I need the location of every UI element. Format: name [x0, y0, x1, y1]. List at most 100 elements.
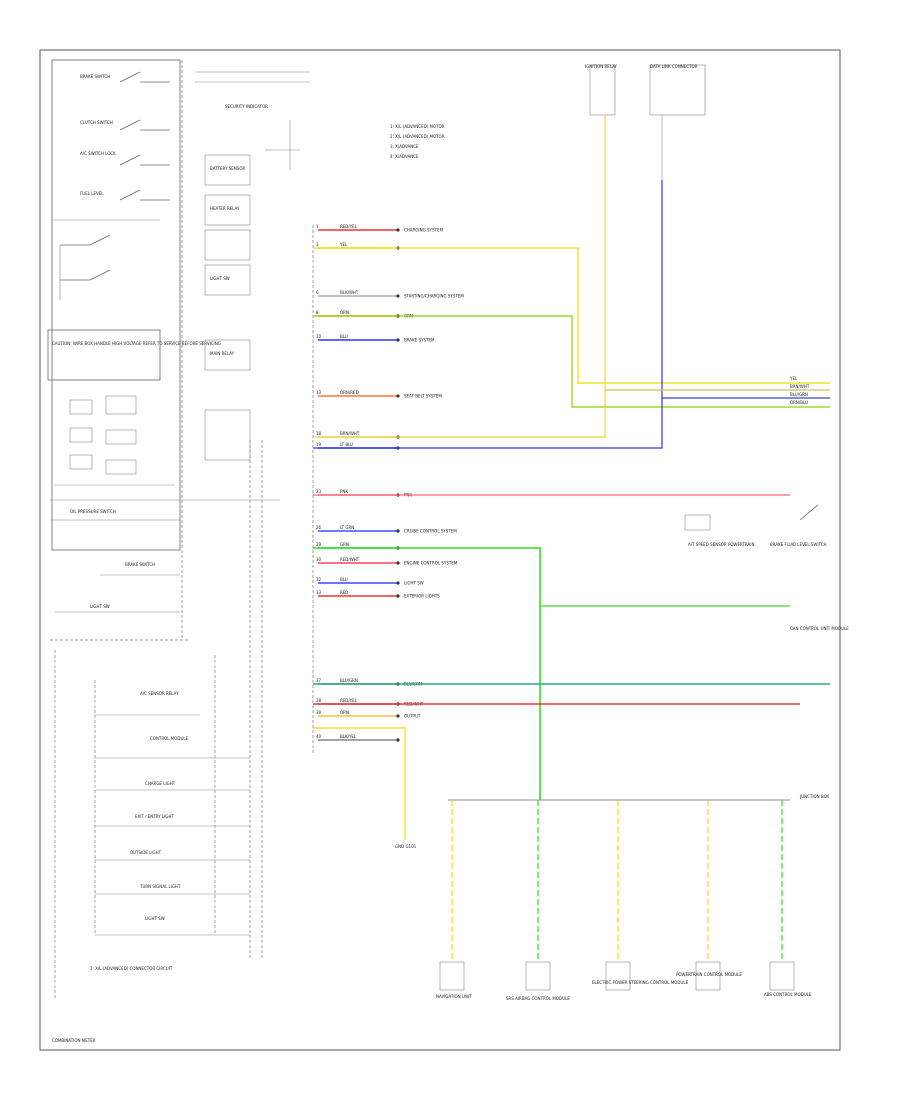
indicator-boxes: [55, 395, 175, 486]
pin-number-1: 1: [316, 224, 319, 229]
wire-dest-1: CHARGING SYSTEM: [404, 228, 443, 233]
center-label-0: SECURITY INDICATOR: [225, 104, 268, 109]
pin-number-39: 39: [316, 710, 322, 715]
wire-color-13: ORN/RED: [340, 390, 359, 395]
wire-color-6: BLK/WHT: [340, 290, 359, 295]
lower-label-2: LIGHT SW: [90, 604, 110, 609]
module-label-3: POWERTRAIN CONTROL MODULE: [676, 972, 742, 977]
trunk-wire-ltblu: [313, 180, 663, 449]
pin-number-10: 10: [316, 334, 322, 339]
pin-number-23: 23: [316, 489, 322, 494]
center-label-1: BATTERY SENSOR: [210, 166, 245, 171]
pin-30: [396, 561, 400, 565]
module-box-3: [695, 961, 721, 991]
wire-color-19: LT BLU: [340, 442, 353, 447]
wire-color-40: BLK/YEL: [340, 734, 357, 739]
switch-label-2: A/C SWITCH LOCK: [80, 151, 116, 156]
trunk-wire-orn-gnd: [313, 727, 406, 840]
wire-color-18: BRN/WHT: [340, 431, 360, 436]
module-label-4: ABS CONTROL MODULE: [764, 992, 812, 997]
data-link-connector-box: [649, 64, 706, 116]
diagram-frame: [39, 49, 841, 1051]
pin-26: [396, 529, 400, 533]
lower-label-6: EXIT / ENTRY LIGHT: [135, 814, 174, 819]
top-connector-label-1: DATA LINK CONNECTOR: [650, 64, 698, 69]
meter-caption: COMBINATION METER: [52, 1038, 96, 1043]
end-tag-1: BRN/WHT: [790, 384, 810, 389]
pin-number-18: 18: [316, 431, 322, 436]
switch-label-3: FUEL LEVEL: [80, 191, 104, 196]
wire-color-30: RED/WHT: [340, 557, 360, 562]
trunk-wire-grn: [313, 547, 541, 800]
lower-label-1: BRAKE SWITCH: [125, 562, 155, 567]
switch-label-1: CLUTCH SWITCH: [80, 120, 113, 125]
pin-number-37: 37: [316, 678, 322, 683]
wire-color-32: BLU: [340, 577, 348, 582]
trunk-wire-yel: [313, 247, 830, 384]
lower-label-4: CONTROL MODULE: [150, 736, 189, 741]
pin-number-6: 6: [316, 290, 319, 295]
module-label-0: NAVIGATION UNIT: [436, 994, 472, 999]
pin-13: [396, 394, 400, 398]
caution-notice-text: CAUTION: WIRE BOX HANDLE HIGH VOLTAGE RE…: [52, 341, 221, 346]
wire-color-33: RED: [340, 590, 348, 595]
pin-number-8: 8: [316, 310, 319, 315]
sensor1-label: A/T SPEED SENSOR POWERTRAIN: [688, 542, 754, 547]
wire-color-29: GRN: [340, 542, 349, 547]
lower-label-0: OIL PRESSURE SWITCH: [70, 509, 116, 514]
end-tag-0: YEL: [789, 376, 798, 381]
lower-left-circuits: [50, 440, 280, 1000]
legend-item-0: 1: X/L (ADVANCED) MOTOR: [390, 124, 445, 129]
wire-color-8: ORN: [340, 310, 349, 315]
end-tag-3: ORN/BLU: [790, 400, 808, 405]
legend-item-1: 2: X/L (ADVANCED) MOTOR: [390, 134, 445, 139]
legend: 1: X/L (ADVANCED) MOTOR 2: X/L (ADVANCED…: [390, 124, 445, 159]
module-box-2: [605, 961, 631, 991]
ignition-relay-box: [589, 64, 616, 116]
end-tag-2: BLU/GRN: [790, 392, 808, 397]
wire-dest-10: BRAKE SYSTEM: [404, 338, 435, 343]
module-label-1: SRS AIRBAG CONTROL MODULE: [506, 996, 570, 1001]
center-label-2: HEATER RELAY: [210, 206, 240, 211]
wire-dest-39: OUTPUT: [404, 714, 421, 719]
lower-label-7: OUTSIDE LIGHT: [130, 850, 162, 855]
pin-number-26: 26: [316, 525, 322, 530]
caution-notice-box: [47, 329, 161, 381]
wire-color-23: PNK: [340, 489, 348, 494]
wire-color-1: RED/YEL: [340, 224, 358, 229]
trunk-wires: [313, 115, 830, 840]
trunk-wire-brnwht: [313, 115, 606, 438]
wire-dest-13: SEAT BELT SYSTEM: [404, 394, 442, 399]
wire-color-26: LT GRN: [340, 525, 354, 530]
module-box-0: [439, 961, 465, 991]
left-switches: [52, 71, 170, 300]
lower-label-3: A/C SENSOR RELAY: [140, 691, 179, 696]
pin-6: [396, 294, 400, 298]
center-top-modules: [195, 71, 310, 461]
right-end-tags: YEL BRN/WHT BLU/GRN ORN/BLU: [789, 376, 810, 405]
combination-meter-box: [51, 59, 181, 551]
wire-dest-32: LIGHT SW: [404, 581, 424, 586]
lower-label-9: LIGHT SW: [145, 916, 165, 921]
pin-32: [396, 581, 400, 585]
pin-number-29: 29: [316, 542, 322, 547]
switch-label-0: BRAKE SWITCH: [80, 74, 110, 79]
center-label-4: MAIN RELAY: [210, 351, 235, 356]
module-box-4: [769, 961, 795, 991]
wire-dest-26: CRUISE CONTROL SYSTEM: [404, 529, 457, 534]
trunk-wire-orn: [313, 315, 830, 408]
wire-color-3: YEL: [339, 242, 348, 247]
wire-color-10: BLU: [340, 334, 348, 339]
lower-label-8: TURN SIGNAL LIGHT: [139, 884, 181, 889]
junction-label: JUNCTION BOX: [799, 794, 829, 799]
pin-33: [396, 594, 400, 598]
legend-item-3: 4: X/ADVANCE: [390, 154, 419, 159]
bottom-modules: [439, 800, 795, 991]
left-switch-labels: BRAKE SWITCH CLUTCH SWITCH A/C SWITCH LO…: [80, 74, 116, 196]
pin-number-40: 40: [316, 734, 322, 739]
wire-dest-30: ENGINE CONTROL SYSTEM: [404, 561, 458, 566]
wire-color-37: BLU/GRN: [340, 678, 358, 683]
module-box-1: [525, 961, 551, 991]
